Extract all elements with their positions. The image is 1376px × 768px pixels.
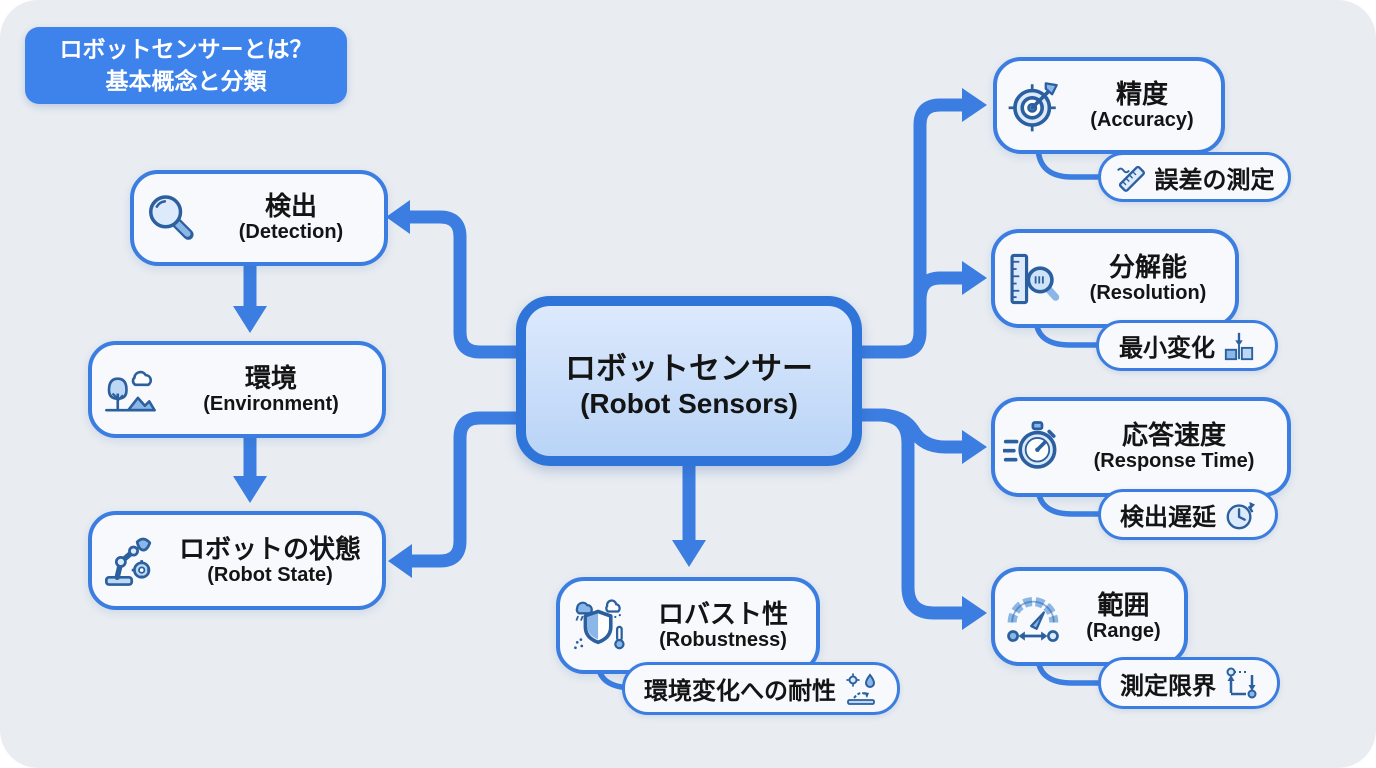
arrowhead-robustness xyxy=(672,540,706,567)
node-detection: 検出 (Detection) xyxy=(130,170,388,266)
ruler-icon xyxy=(1115,161,1147,193)
magnifier-icon xyxy=(142,190,198,246)
target-icon xyxy=(1005,77,1063,135)
node-environment: 環境 (Environment) xyxy=(88,341,386,438)
connector-center-to-detection xyxy=(408,210,545,359)
arrowhead-robot-state xyxy=(388,544,412,578)
title-badge: ロボットセンサーとは？ 基本概念と分類 xyxy=(25,27,347,104)
title-line1: ロボットセンサーとは？ xyxy=(59,36,313,63)
node-environment-en: (Environment) xyxy=(203,392,339,415)
subnode-accuracy-label: 誤差の測定 xyxy=(1154,166,1275,194)
node-robot-sensors: ロボットセンサー (Robot Sensors) xyxy=(516,296,862,466)
node-robustness: ロバスト性 (Robustness) xyxy=(556,577,820,674)
arrowhead-resolution xyxy=(962,261,987,295)
arrowhead-range xyxy=(962,596,987,630)
node-accuracy-ja: 精度 xyxy=(1115,78,1168,109)
node-detection-en: (Detection) xyxy=(238,221,344,244)
subnode-range-label: 測定限界 xyxy=(1120,672,1216,700)
ruler-magnifier-icon xyxy=(1003,250,1061,308)
subnode-robustness: 環境変化への耐性 xyxy=(622,662,900,715)
node-robot-state-en: (Robot State) xyxy=(207,563,333,586)
node-accuracy: 精度 (Accuracy) xyxy=(993,57,1225,154)
nature-icon xyxy=(100,362,160,418)
arrowhead-robot-state-down xyxy=(233,476,267,503)
shield-weather-icon xyxy=(568,597,630,655)
subnode-resolution: 最小変化 xyxy=(1096,320,1278,371)
node-response-time-en: (Response Time) xyxy=(1093,450,1255,473)
bounds-icon xyxy=(1224,666,1258,700)
node-range-ja: 範囲 xyxy=(1097,589,1150,620)
node-range: 範囲 (Range) xyxy=(991,567,1188,666)
subnode-response-time-label: 検出遅延 xyxy=(1120,504,1216,531)
node-accuracy-en: (Accuracy) xyxy=(1090,108,1194,131)
node-robustness-en: (Robustness) xyxy=(659,628,787,651)
center-node-en: (Robot Sensors) xyxy=(580,387,798,419)
subnode-robustness-label: 環境変化への耐性 xyxy=(644,678,836,705)
subnode-range: 測定限界 xyxy=(1098,657,1280,709)
subnode-accuracy: 誤差の測定 xyxy=(1098,152,1291,202)
connector-center-to-robot-state xyxy=(410,411,545,568)
node-detection-ja: 検出 xyxy=(264,191,317,222)
node-robot-state: ロボットの状態 (Robot State) xyxy=(88,511,386,610)
robot-arm-icon xyxy=(100,532,158,590)
weather-resist-icon xyxy=(844,672,878,706)
node-robustness-ja: ロバスト性 xyxy=(657,598,788,629)
node-resolution-ja: 分解能 xyxy=(1108,251,1187,282)
arrowhead-environment xyxy=(233,306,267,333)
arrowhead-accuracy xyxy=(962,88,987,122)
arrowhead-response xyxy=(962,430,987,464)
title-line2: 基本概念と分類 xyxy=(105,67,267,94)
node-response-time-ja: 応答速度 xyxy=(1121,420,1226,451)
node-resolution-en: (Resolution) xyxy=(1089,281,1207,304)
connector-center-to-accuracy-resolution xyxy=(845,98,962,359)
gauge-icon xyxy=(1003,588,1063,646)
node-robot-state-ja: ロボットの状態 xyxy=(178,533,361,564)
node-resolution: 分解能 (Resolution) xyxy=(991,229,1239,328)
subnode-response-time: 検出遅延 xyxy=(1098,489,1278,540)
delay-clock-icon xyxy=(1224,499,1256,531)
min-change-icon xyxy=(1223,330,1255,362)
connector-center-to-response-range xyxy=(845,408,962,620)
node-environment-ja: 環境 xyxy=(244,362,297,393)
node-range-en: (Range) xyxy=(1086,619,1161,642)
arrowhead-detection xyxy=(386,200,410,234)
center-node-ja: ロボットセンサー xyxy=(565,350,813,386)
subnode-resolution-label: 最小変化 xyxy=(1119,335,1215,362)
node-response-time: 応答速度 (Response Time) xyxy=(991,397,1291,497)
stopwatch-icon xyxy=(1003,418,1061,476)
